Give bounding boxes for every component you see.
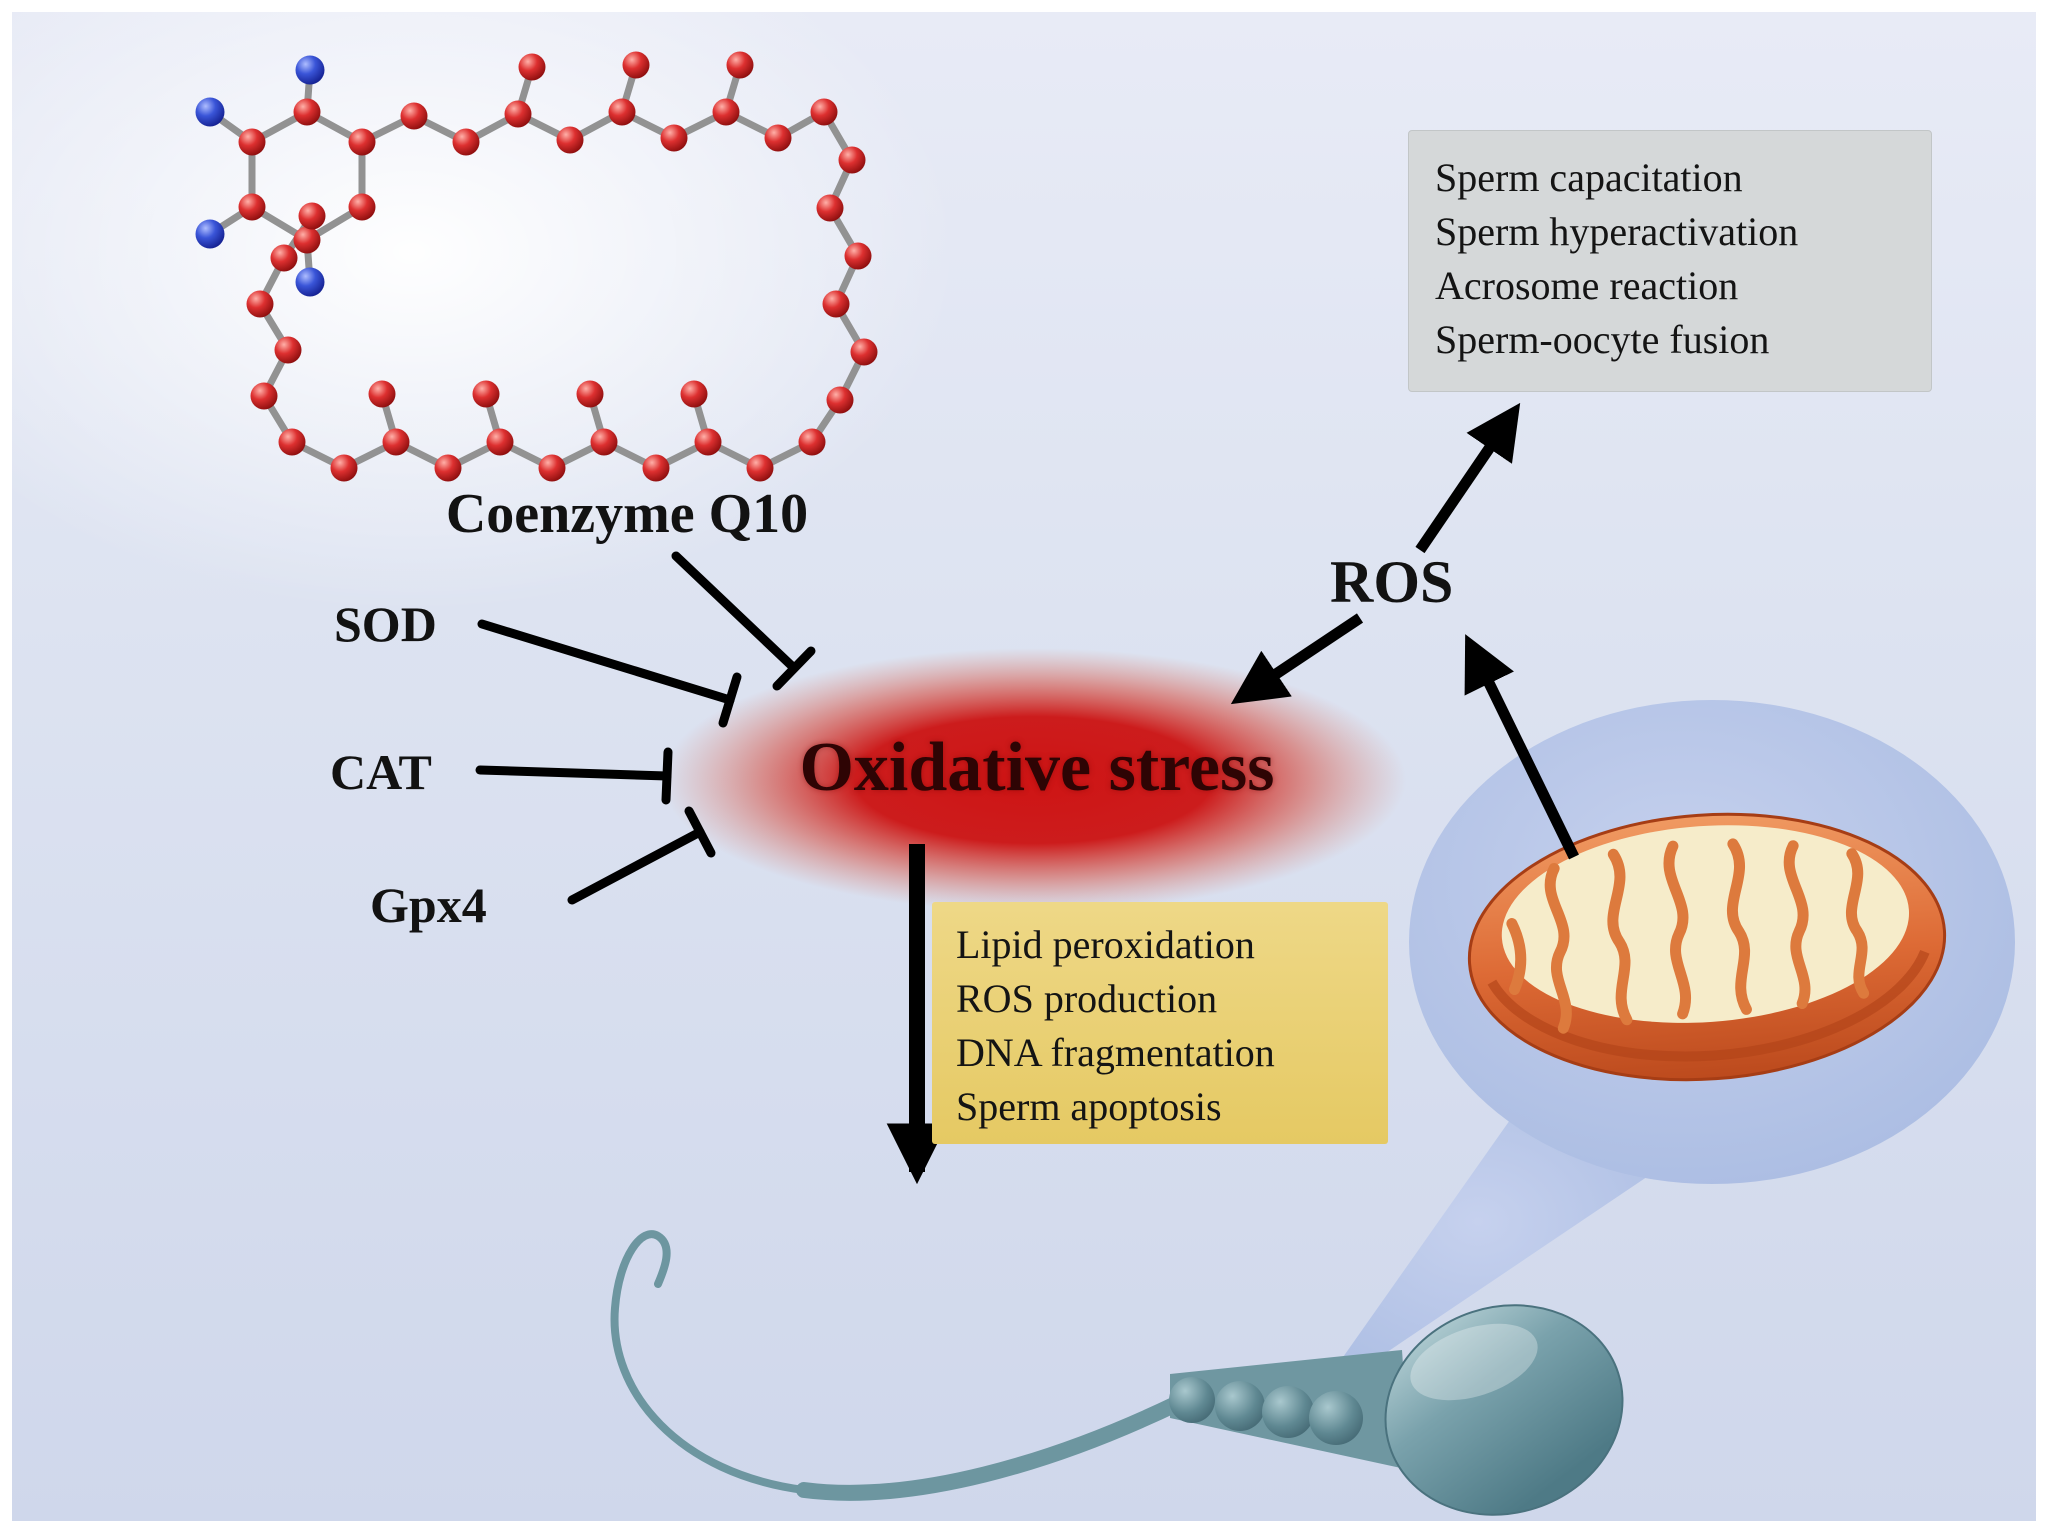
- ros-to-effects-arrow: [1415, 402, 1521, 554]
- molecule-oxygen-atoms: [195, 55, 325, 297]
- oxidative-stress-glow: [662, 648, 1406, 912]
- sperm-cell: [610, 1230, 1624, 1516]
- ros-function-item: Sperm hyperactivation: [1435, 209, 1799, 254]
- ros-label: ROS: [1330, 549, 1454, 615]
- sperm-tail: [610, 1230, 1184, 1497]
- coq10-inhibition-line: [671, 551, 816, 691]
- sperm-head-highlight: [1410, 1323, 1538, 1401]
- sperm-tail-thick: [796, 1394, 1188, 1501]
- oxidative-damage-box: Lipid peroxidation ROS production DNA fr…: [932, 902, 1388, 1144]
- damage-item: ROS production: [956, 976, 1218, 1021]
- cat-label: CAT: [330, 744, 432, 800]
- coq10-molecule: [195, 51, 878, 482]
- diagram-canvas: [195, 51, 2015, 1516]
- gpx4-inhibition-line: [567, 806, 716, 905]
- molecule-carbon-atoms: [238, 51, 878, 482]
- inhibition-lines: [475, 551, 816, 905]
- oxidative-stress-label: Oxidative stress: [799, 729, 1275, 806]
- sod-inhibition-line: [477, 619, 742, 728]
- ros-function-item: Sperm-oocyte fusion: [1435, 317, 1770, 362]
- bubble-pointer: [1310, 1110, 1684, 1404]
- ros-functions-box: Sperm capacitation Sperm hyperactivation…: [1408, 130, 1932, 392]
- ros-function-item: Acrosome reaction: [1435, 263, 1739, 308]
- sod-label: SOD: [334, 596, 437, 652]
- damage-item: DNA fragmentation: [956, 1030, 1275, 1075]
- ros-function-item: Sperm capacitation: [1435, 155, 1743, 200]
- damage-item: Sperm apoptosis: [956, 1084, 1222, 1129]
- damage-item: Lipid peroxidation: [956, 922, 1255, 967]
- gpx4-label: Gpx4: [370, 877, 487, 933]
- cat-inhibition-line: [475, 747, 673, 805]
- mitochondrion-cristae: [1506, 838, 1870, 1034]
- ros-to-oxidative-stress-arrow: [1230, 613, 1364, 705]
- mitochondrion-rim-shadow: [1487, 949, 1930, 1062]
- mitochondrion: [1467, 812, 1947, 1082]
- mitochondrion-to-ros-arrow: [1464, 634, 1579, 860]
- sperm-head: [1384, 1304, 1624, 1516]
- sperm-midpiece-beads: [1169, 1377, 1363, 1445]
- coenzyme-q10-label: Coenzyme Q10: [445, 483, 809, 545]
